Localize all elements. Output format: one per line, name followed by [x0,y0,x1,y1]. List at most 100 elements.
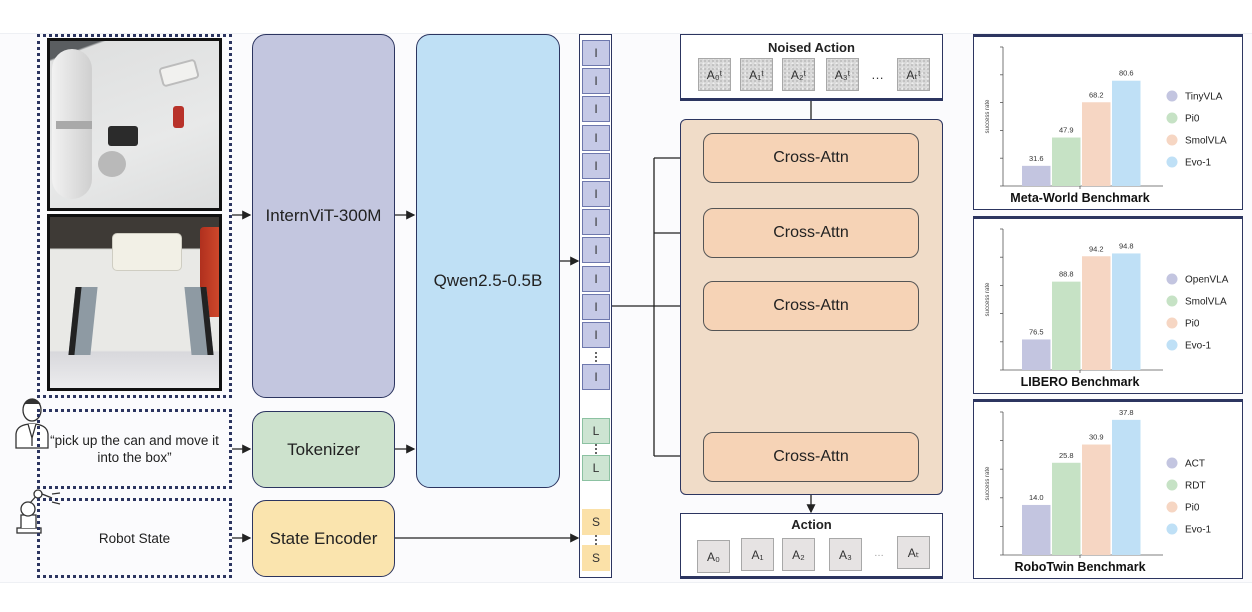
tokenizer-block: Tokenizer [252,411,395,488]
bar-smolvla [1082,102,1111,186]
image-token: I [582,124,610,151]
legend-label: Pi0 [1185,503,1200,514]
action-output-panel: Action A₀ A₁ A₂ A₃ … Aₜ [680,513,943,579]
bar-openvla [1022,339,1051,370]
bar-pi0 [1082,256,1111,370]
bar-act [1022,504,1051,555]
legend-swatch [1166,479,1178,491]
image-token: I [582,237,610,264]
legend-swatch [1166,156,1178,168]
legend-label: Pi0 [1185,114,1200,125]
token-continuation-dots [595,444,597,454]
data-label: 25.8 [1059,451,1074,460]
arm-band [56,121,92,129]
chart-meta-world-benchmark: success rate31.647.968.280.6TinyVLAPi0Sm… [985,46,1227,205]
cross-attn-label: Cross-Attn [773,224,849,241]
data-label: 30.9 [1089,433,1104,442]
noised-action-title: Noised Action [768,40,855,55]
data-label: 76.5 [1029,327,1044,336]
y-axis-label: success rate [985,282,991,316]
y-axis-label: success rate [985,466,991,500]
cross-attn-block-3: Cross-Attn [703,281,919,331]
vision-encoder-block: InternViT-300M [252,34,395,398]
cross-attn-label: Cross-Attn [773,149,849,166]
front-camera-image [47,214,222,391]
cross-attn-block-1: Cross-Attn [703,133,919,183]
noised-action-token: A₂ᵗ [782,58,815,91]
bar-evo-1 [1112,419,1141,555]
noised-action-token: A₁ᵗ [740,58,773,91]
action-token: A₂ [782,538,815,571]
data-label: 31.6 [1029,154,1044,163]
cross-attn-block-2: Cross-Attn [703,208,919,258]
chart-title: LIBERO Benchmark [1021,375,1140,389]
legend-swatch [1166,457,1178,469]
tokenizer-label: Tokenizer [287,439,360,459]
action-token: A₃ [829,538,862,571]
robot-state-label: Robot State [98,530,171,546]
motor-shape [98,151,126,177]
state-encoder-label: State Encoder [269,528,378,548]
bar-pi0 [1082,444,1111,555]
state-encoder-block: State Encoder [252,500,395,577]
action-title: Action [791,517,832,532]
data-label: 88.8 [1059,270,1074,279]
legend-label: TinyVLA [1185,92,1223,103]
legend-label: Evo-1 [1185,341,1212,352]
data-label: 47.9 [1059,126,1074,135]
instruction-text: “pick up the can and move it into the bo… [50,433,219,465]
legend-swatch [1166,339,1178,351]
image-token: I [582,265,610,292]
noised-action-token: A₀ᵗ [698,58,731,91]
legend-swatch [1166,112,1178,124]
vision-encoder-label: InternViT-300M [265,206,382,225]
noised-action-token: Aₜᵗ [897,58,930,91]
data-label: 94.8 [1119,241,1134,250]
legend-swatch [1166,317,1178,329]
cross-attn-block-4: Cross-Attn [703,432,919,482]
language-model-block: Qwen2.5-0.5B [416,34,560,488]
y-axis-label: success rate [985,99,991,133]
image-token: I [582,68,610,95]
red-can-shape [173,106,184,128]
data-label: 37.8 [1119,408,1134,417]
data-label: 80.6 [1119,69,1134,78]
legend-swatch [1166,273,1178,285]
legend-swatch [1166,523,1178,535]
chart-title: Meta-World Benchmark [1010,191,1149,205]
noised-action-ellipsis: … [871,67,884,82]
action-token: Aₜ [897,536,930,569]
data-label: 68.2 [1089,90,1104,99]
action-token: A₁ [741,538,774,571]
noised-action-token: A₃ᵗ [826,58,859,91]
bar-smolvla [1052,281,1081,370]
image-token: I [582,209,610,236]
image-token: I [582,40,610,66]
legend-swatch [1166,501,1178,513]
legend-swatch [1166,134,1178,146]
image-token: I [582,96,610,123]
image-token: I [582,293,610,320]
noised-action-panel: Noised Action A₀ᵗ A₁ᵗ A₂ᵗ A₃ᵗ … Aₜᵗ [680,34,943,101]
legend-label: ACT [1185,459,1205,470]
robot-state-input-box: Robot State [37,498,232,578]
language-token: L [582,455,610,481]
bar-evo-1 [1112,80,1141,186]
state-token: S [582,509,610,535]
chart-title: RoboTwin Benchmark [1014,560,1145,574]
wrist-camera-image [47,38,222,211]
data-label: 14.0 [1029,493,1044,502]
language-token: L [582,418,610,444]
image-token: I [582,322,610,348]
white-box-shape [112,233,182,271]
legend-label: Pi0 [1185,319,1200,330]
bar-pi0 [1052,137,1081,186]
legend-swatch [1166,90,1178,102]
action-token: A₀ [697,540,730,573]
language-model-label: Qwen2.5-0.5B [433,271,543,290]
